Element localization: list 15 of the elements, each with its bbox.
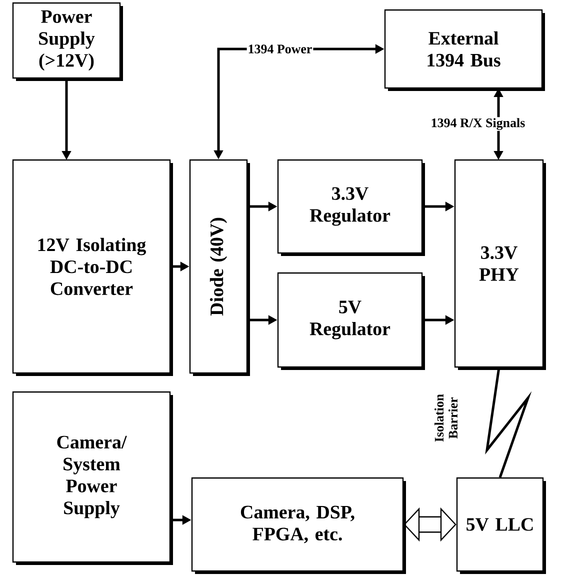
edge-label: 1394 Power <box>246 44 314 54</box>
block-box: Diode (40V) <box>189 159 250 376</box>
block-box: Camera/ System Power Supply <box>12 391 173 565</box>
hollow-arrow <box>404 507 456 542</box>
block-box: External 1394 Bus <box>384 9 545 91</box>
block-box: 3.3V PHY <box>454 159 546 370</box>
block-box: Camera, DSP, FPGA, etc. <box>191 477 406 574</box>
edge-label: 1394 R/X Signals <box>430 117 526 131</box>
block-box: Power Supply (>12V) <box>12 2 123 81</box>
edge-label: Isolation Barrier <box>434 394 458 442</box>
block-box: 12V Isolating DC-to-DC Converter <box>12 159 173 376</box>
block-box: 5V Regulator <box>277 272 425 370</box>
block-box: 3.3V Regulator <box>277 159 425 256</box>
lightning-bolt <box>485 367 532 478</box>
block-box: 5V LLC <box>456 477 546 574</box>
